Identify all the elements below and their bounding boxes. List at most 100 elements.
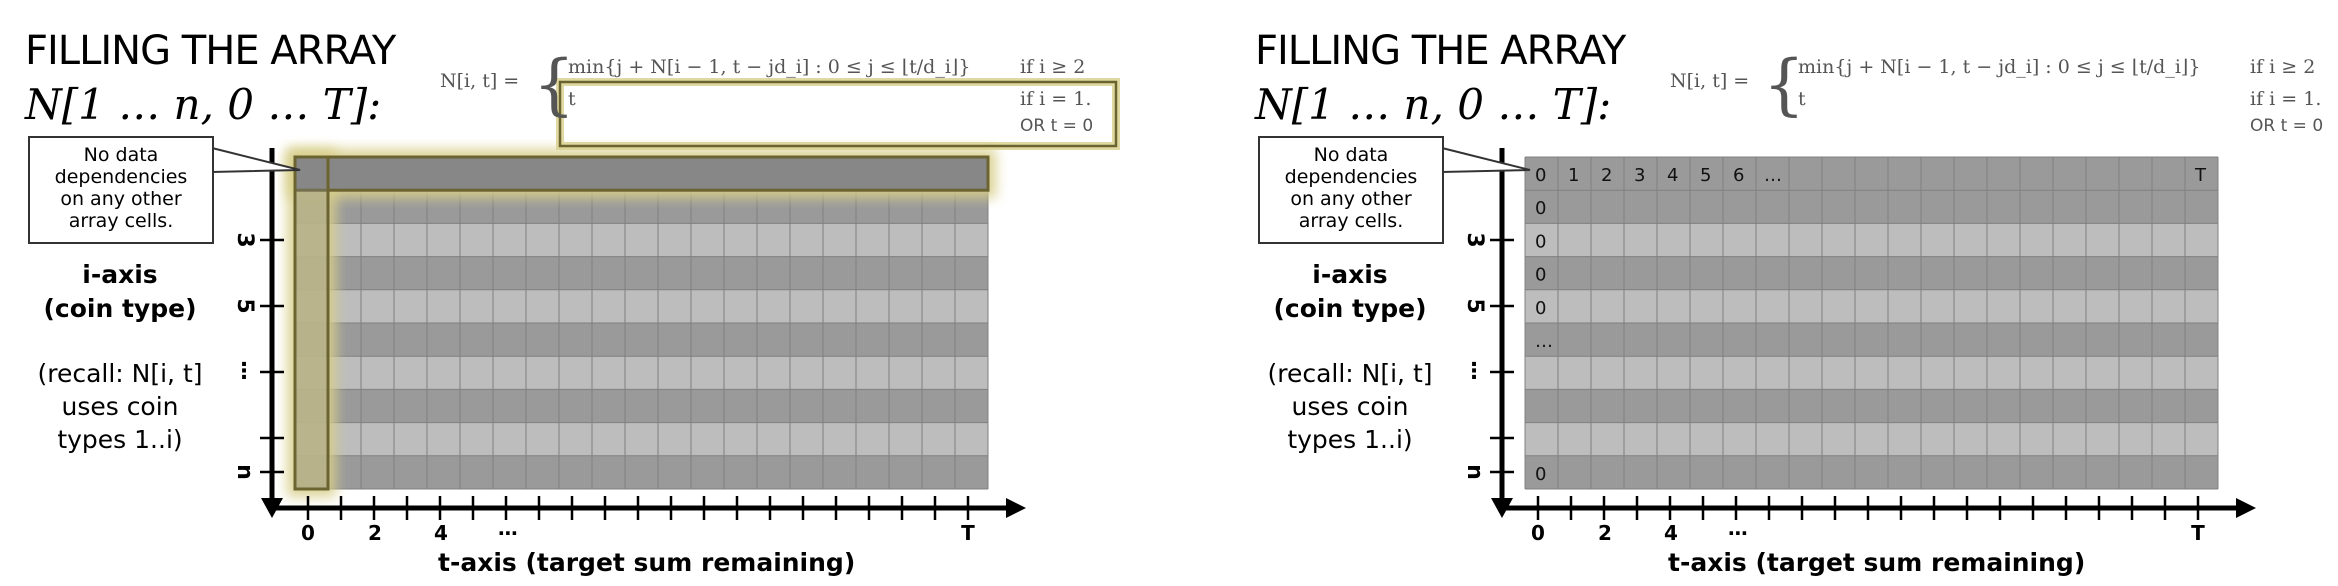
i-axis-tick-label: 5 bbox=[232, 298, 257, 313]
recall-line: (recall: N[i, t] bbox=[1267, 359, 1433, 388]
cell-value: … bbox=[1535, 331, 1553, 352]
array-row bbox=[1525, 323, 2218, 357]
i-axis-label: i-axis (coin type) bbox=[1270, 258, 1430, 326]
t-axis-tick-label: T bbox=[961, 521, 975, 545]
callout-line: array cells. bbox=[1298, 210, 1404, 232]
formula-cond-2: if i = 1. bbox=[2250, 88, 2322, 110]
t-axis-tick-label: T bbox=[2191, 521, 2205, 545]
array-row bbox=[1525, 389, 2218, 423]
no-dependency-callout: No data dependencies on any other array … bbox=[1258, 136, 1444, 244]
t-axis-tick-label: ⋯ bbox=[1728, 521, 1748, 545]
callout-pointer-shape bbox=[1441, 146, 1531, 174]
i-axis-tick-label: 3 bbox=[232, 232, 257, 247]
cell-value: … bbox=[1764, 165, 1782, 186]
callout-line: on any other bbox=[1290, 188, 1412, 210]
t-axis-arrowhead bbox=[2236, 498, 2256, 518]
array-row bbox=[1525, 190, 2218, 224]
callout-pointer bbox=[211, 146, 301, 174]
cell-value: 0 bbox=[1535, 464, 1546, 485]
axes: 3 5 ⋮ n 0 2 4 ⋯ T bbox=[232, 148, 1026, 545]
t-axis-tick-label: 2 bbox=[368, 521, 382, 545]
formula-case-1: min{j + N[i − 1, t − jd_i] : 0 ≤ j ≤ ⌊t/… bbox=[568, 56, 971, 78]
recall-line: (recall: N[i, t] bbox=[37, 359, 203, 388]
array-row bbox=[1525, 289, 2218, 323]
formula-highlight bbox=[558, 80, 1118, 148]
t-axis-tick-label: 4 bbox=[1664, 521, 1678, 545]
title-line-1: FILLING THE ARRAY bbox=[1255, 28, 1626, 74]
t-axis-arrowhead bbox=[1006, 498, 1026, 518]
panel-right: FILLING THE ARRAY N[1 … n, 0 … T]: 3 5 ⋮ n 0… bbox=[1230, 0, 2338, 586]
recall-line: uses coin bbox=[1291, 392, 1409, 421]
array-row bbox=[1525, 256, 2218, 290]
cell-value: 0 bbox=[1535, 265, 1546, 286]
cell-value: 0 bbox=[1535, 198, 1546, 219]
cell-value: 5 bbox=[1700, 165, 1711, 186]
formula-case-2: t bbox=[1798, 88, 1806, 110]
array-row bbox=[1525, 223, 2218, 257]
callout-line: array cells. bbox=[68, 210, 174, 232]
array-row bbox=[1525, 455, 2218, 489]
title-line-2: N[1 … n, 0 … T]: bbox=[1255, 80, 1612, 129]
formula-cond-3: OR t = 0 bbox=[1020, 116, 1094, 136]
formula-lhs: N[i, t] = bbox=[1670, 70, 1750, 92]
callout-line: No data bbox=[83, 144, 159, 166]
array-row bbox=[295, 289, 988, 323]
i-axis-tick-label: 3 bbox=[1462, 232, 1487, 247]
title-line-2: N[1 … n, 0 … T]: bbox=[25, 80, 382, 129]
cell-value: T bbox=[2194, 165, 2207, 186]
callout-pointer bbox=[1441, 146, 1531, 174]
t-axis-label: t-axis (target sum remaining) bbox=[438, 548, 856, 577]
callout-line: No data bbox=[1313, 144, 1389, 166]
i-axis-tick-label: 5 bbox=[1462, 298, 1487, 313]
array-grid bbox=[294, 156, 989, 490]
formula-case-1: min{j + N[i − 1, t − jd_i] : 0 ≤ j ≤ ⌊t/… bbox=[1798, 56, 2201, 78]
callout-line: dependencies bbox=[54, 166, 188, 188]
i-axis-title: i-axis bbox=[1312, 260, 1388, 289]
array-grid bbox=[1524, 156, 2219, 490]
callout-pointer-shape bbox=[211, 146, 301, 174]
recall-line: types 1..i) bbox=[1287, 425, 1413, 454]
i-axis-subtitle: (coin type) bbox=[43, 294, 197, 323]
formula-cond-1: if i ≥ 2 bbox=[2250, 56, 2316, 78]
cell-value: 0 bbox=[1535, 165, 1546, 186]
i-axis-title: i-axis bbox=[82, 260, 158, 289]
cell-value: 0 bbox=[1535, 298, 1546, 319]
formula-case-2: t bbox=[568, 88, 576, 110]
title-line-1: FILLING THE ARRAY bbox=[25, 28, 396, 74]
cell-value: 6 bbox=[1733, 165, 1744, 186]
cell-value: 3 bbox=[1634, 165, 1645, 186]
array-row bbox=[295, 389, 988, 423]
recall-line: uses coin bbox=[61, 392, 179, 421]
recall-note: (recall: N[i, t] uses coin types 1..i) bbox=[1260, 357, 1440, 456]
row-highlight bbox=[293, 155, 990, 192]
array-diagram-left: 3 5 ⋮ n 0 2 4 ⋯ T bbox=[211, 78, 1120, 545]
array-row bbox=[1525, 157, 2218, 191]
t-axis-tick-label: 4 bbox=[434, 521, 448, 545]
formula-lhs: N[i, t] = bbox=[440, 70, 520, 92]
i-axis-tick-label: ⋮ bbox=[233, 359, 255, 384]
i-axis-subtitle: (coin type) bbox=[1273, 294, 1427, 323]
i-axis-tick-label: ⋮ bbox=[1463, 359, 1485, 384]
formula-brace: { bbox=[1763, 46, 1805, 123]
cell-value: 4 bbox=[1667, 165, 1678, 186]
formula-brace: { bbox=[533, 46, 575, 123]
t-axis-tick-label: ⋯ bbox=[498, 521, 518, 545]
array-row bbox=[295, 455, 988, 489]
formula-cond-1: if i ≥ 2 bbox=[1020, 56, 1086, 78]
cell-value: 2 bbox=[1601, 165, 1612, 186]
array-row bbox=[295, 323, 988, 357]
array-row bbox=[295, 422, 988, 456]
highlight-group bbox=[287, 78, 1120, 497]
i-axis-tick-label: n bbox=[1462, 464, 1487, 480]
no-dependency-callout: No data dependencies on any other array … bbox=[28, 136, 214, 244]
t-axis-tick-label: 0 bbox=[301, 521, 315, 545]
array-row bbox=[295, 223, 988, 257]
callout-line: on any other bbox=[60, 188, 182, 210]
t-axis-label: t-axis (target sum remaining) bbox=[1668, 548, 2086, 577]
i-axis-tick-label: n bbox=[232, 464, 257, 480]
column-highlight bbox=[293, 155, 330, 491]
formula-cond-2: if i = 1. bbox=[1020, 88, 1092, 110]
i-axis-label: i-axis (coin type) bbox=[40, 258, 200, 326]
